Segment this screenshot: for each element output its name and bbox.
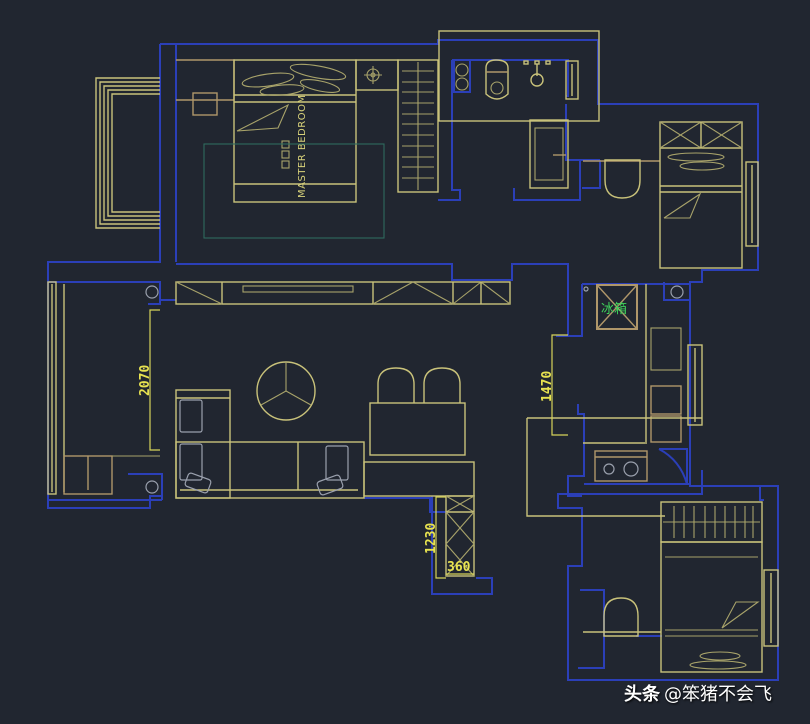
dim-1470-label: 1470 xyxy=(540,371,555,402)
master-bedroom-label: MASTER BEDROOM xyxy=(297,94,308,198)
master-bed: MASTER BEDROOM xyxy=(233,59,357,203)
watermark: 头条@笨猪不会飞 xyxy=(624,680,772,706)
tv-cabinet xyxy=(175,281,511,305)
bay-window xyxy=(95,77,160,229)
dim-kitchen-height: 1470 xyxy=(540,334,568,436)
third-bedroom xyxy=(583,501,779,673)
toilet-icon xyxy=(485,59,509,100)
balcony-window xyxy=(47,281,65,495)
dim-2070-label: 2070 xyxy=(138,365,153,396)
watermark-handle: @笨猪不会飞 xyxy=(664,684,772,705)
cooktop-icon xyxy=(594,450,648,482)
dim-1230-label: 1230 xyxy=(424,523,439,554)
walls xyxy=(47,39,779,681)
bed xyxy=(660,541,763,673)
wardrobe xyxy=(660,501,763,543)
dim-living-height: 2070 xyxy=(138,309,160,451)
bed xyxy=(659,121,743,269)
window xyxy=(687,344,703,426)
dim-360-label: 360 xyxy=(447,560,471,575)
second-bedroom xyxy=(583,121,759,269)
top-bathroom xyxy=(438,30,600,189)
watermark-brand: 头条 xyxy=(624,684,660,705)
fridge-label: 冰箱 xyxy=(601,301,627,317)
master-wardrobe xyxy=(397,59,439,193)
coffee-table xyxy=(256,361,316,421)
window xyxy=(763,569,779,647)
master-bedroom: MASTER BEDROOM xyxy=(95,59,439,239)
fridge-icon: 冰箱 xyxy=(596,284,638,330)
window xyxy=(745,161,759,247)
window xyxy=(565,60,579,100)
dining-table xyxy=(369,367,466,456)
shower-icon xyxy=(523,60,551,87)
kitchen: 冰箱 1470 xyxy=(526,284,703,517)
corridor-cabinet: 1230 360 xyxy=(424,495,475,579)
washbasin-icon xyxy=(529,119,569,189)
sofa xyxy=(175,389,365,499)
lamp-icon xyxy=(364,66,382,84)
living-room: 2070 xyxy=(47,281,511,499)
